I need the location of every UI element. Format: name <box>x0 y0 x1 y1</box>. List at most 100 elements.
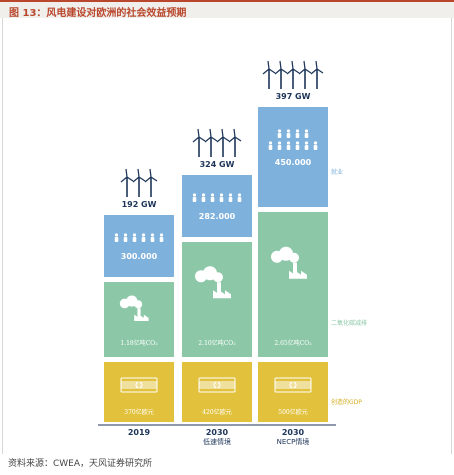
person-icon <box>237 193 242 197</box>
turbine-icon <box>209 128 212 138</box>
money-icon <box>274 377 312 385</box>
person-icon <box>114 237 119 242</box>
turbine-icon <box>315 60 318 70</box>
money-icon <box>198 385 236 393</box>
turbine-icon <box>210 136 218 142</box>
turbine-icon <box>279 60 282 70</box>
person-icon <box>277 129 282 133</box>
data-label-co2: 2.10亿吨CO₂ <box>198 339 236 347</box>
turbine-icon <box>221 128 224 138</box>
legend-co2: 二氧化碳减排 <box>331 319 367 327</box>
person-icon <box>304 145 309 150</box>
bar-stack <box>182 128 252 422</box>
data-label-jobs: 300.000 <box>121 252 158 261</box>
figure-header: 图 13：风电建设对欧洲的社会效益预期 <box>0 0 454 19</box>
person-icon <box>123 237 128 242</box>
person-icon <box>150 237 155 242</box>
x-tick-label: 2019 <box>128 428 151 437</box>
person-icon <box>286 133 291 138</box>
turbine-icon <box>228 136 236 143</box>
person-icon <box>304 141 309 145</box>
turbine-icon <box>192 136 200 143</box>
turbine-icon <box>280 68 288 74</box>
turbine-icon <box>216 136 224 143</box>
person-icon <box>201 197 206 202</box>
person-icon <box>304 129 309 133</box>
turbine-icon <box>268 68 276 74</box>
factory-icon <box>213 290 231 299</box>
turbine-icon <box>303 60 306 70</box>
person-icon <box>268 141 273 145</box>
cloud-icon <box>289 252 299 263</box>
turbine-icon <box>304 68 312 74</box>
turbine-icon <box>144 176 152 183</box>
turbine-icon <box>197 128 200 138</box>
turbine-icon <box>234 136 242 142</box>
bar-co2 <box>182 242 252 357</box>
data-label-gdp: 420亿欧元 <box>202 408 231 416</box>
turbine-icon <box>274 68 282 75</box>
person-icon <box>192 193 197 197</box>
person-icon <box>277 141 282 145</box>
turbine-icon <box>204 136 212 143</box>
person-icon <box>150 233 155 237</box>
turbine-icon <box>316 68 324 74</box>
money-icon <box>274 385 312 393</box>
person-icon <box>295 129 300 133</box>
bar-stack <box>104 168 174 422</box>
turbine-icon <box>150 176 158 182</box>
person-icon <box>228 197 233 202</box>
person-icon <box>277 145 282 150</box>
person-icon <box>295 133 300 138</box>
turbine-icon <box>132 176 140 183</box>
person-icon <box>237 197 242 202</box>
person-icon <box>132 237 137 242</box>
turbine-icon <box>286 68 294 75</box>
cloud-icon <box>134 300 143 309</box>
person-icon <box>228 193 233 197</box>
data-label-co2: 1.18亿吨CO₂ <box>120 339 158 347</box>
turbine-icon <box>233 128 236 138</box>
legend-gdp: 创造的GDP <box>331 398 362 406</box>
person-icon <box>141 233 146 237</box>
bar-stack <box>258 60 328 422</box>
data-label-gdp: 370亿欧元 <box>124 408 153 416</box>
chart-frame <box>2 18 452 454</box>
bar-jobs <box>258 107 328 207</box>
person-icon <box>304 133 309 138</box>
turbine-icon <box>291 60 294 70</box>
factory-icon <box>137 308 141 318</box>
legend-jobs: 就业 <box>331 168 343 176</box>
factory-icon <box>289 270 307 279</box>
data-label-jobs: 450.000 <box>275 158 312 167</box>
person-icon <box>286 145 291 150</box>
x-tick-sublabel: NECP情境 <box>277 437 310 446</box>
person-icon <box>286 141 291 145</box>
data-label-jobs: 282.000 <box>199 212 236 221</box>
turbine-icon <box>267 60 270 70</box>
person-icon <box>132 233 137 237</box>
person-icon <box>141 237 146 242</box>
data-label-gdp: 500亿欧元 <box>278 408 307 416</box>
source-note: 资料来源：CWEA，天风证券研究所 <box>8 459 153 469</box>
capacity-label: 192 GW <box>122 200 157 209</box>
turbine-icon <box>198 136 206 142</box>
turbine-icon <box>310 68 318 75</box>
x-tick-label: 2030 <box>282 428 305 437</box>
capacity-label: 397 GW <box>276 92 311 101</box>
person-icon <box>201 193 206 197</box>
turbine-icon <box>222 136 230 142</box>
person-icon <box>277 133 282 138</box>
person-icon <box>114 233 119 237</box>
person-icon <box>295 141 300 145</box>
turbine-icon <box>137 168 140 178</box>
x-tick-sublabel: 低速情境 <box>203 437 231 446</box>
factory-icon <box>134 314 149 322</box>
turbine-icon <box>138 176 146 182</box>
money-icon <box>198 377 236 385</box>
bar-jobs <box>104 215 174 277</box>
person-icon <box>210 197 215 202</box>
bar-jobs <box>182 175 252 237</box>
factory-icon <box>217 282 221 295</box>
